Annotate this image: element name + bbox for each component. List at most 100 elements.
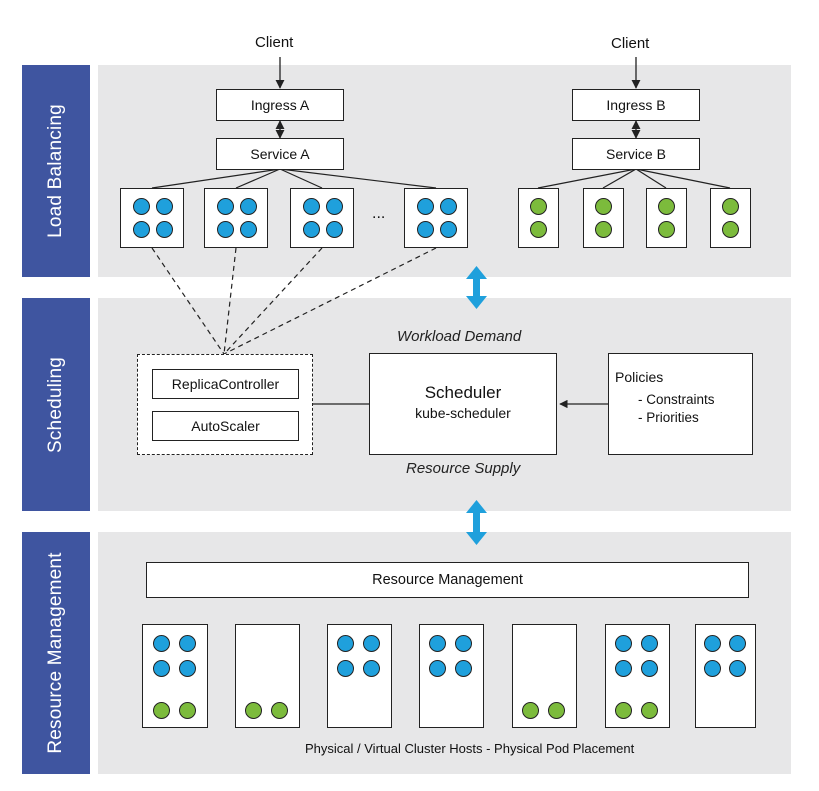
- service-b-label: Service B: [606, 146, 666, 162]
- cluster-hosts-caption: Physical / Virtual Cluster Hosts - Physi…: [305, 741, 635, 756]
- container-dot: [153, 660, 170, 677]
- container-dot: [156, 198, 173, 215]
- container-dot: [337, 660, 354, 677]
- container-dot: [729, 635, 746, 652]
- service-b-pod: [583, 188, 624, 248]
- replica-controller-label: ReplicaController: [171, 376, 280, 392]
- container-dot: [271, 702, 288, 719]
- container-dot: [240, 198, 257, 215]
- container-dot: [417, 221, 434, 238]
- container-dot: [722, 221, 739, 238]
- container-dot: [641, 702, 658, 719]
- resource-management-box: Resource Management: [146, 562, 749, 598]
- lb-scheduling-double-arrow: [466, 266, 487, 309]
- container-dot: [729, 660, 746, 677]
- policies-box: Policies - Constraints - Priorities: [608, 353, 753, 455]
- container-dot: [417, 198, 434, 215]
- container-dot: [722, 198, 739, 215]
- container-dot: [133, 221, 150, 238]
- container-dot: [303, 221, 320, 238]
- container-dot: [156, 221, 173, 238]
- load-balancing-side-label: Load Balancing: [22, 65, 90, 277]
- cluster-host: [327, 624, 392, 728]
- service-a-box: Service A: [216, 138, 344, 170]
- ingress-a-box: Ingress A: [216, 89, 344, 121]
- service-a-pod: [290, 188, 354, 248]
- client-b-label: Client: [611, 35, 650, 52]
- resource-supply-label: Resource Supply: [406, 460, 521, 477]
- policies-title: Policies: [615, 369, 664, 385]
- container-dot: [595, 221, 612, 238]
- container-dot: [595, 198, 612, 215]
- cluster-host: [235, 624, 300, 728]
- scheduler-title: Scheduler: [424, 383, 502, 402]
- container-dot: [217, 198, 234, 215]
- service-a-pod: [404, 188, 468, 248]
- workload-demand-label: Workload Demand: [397, 328, 522, 345]
- container-dot: [615, 702, 632, 719]
- client-a-label: Client: [255, 34, 294, 51]
- service-b-pod: [518, 188, 559, 248]
- container-dot: [530, 198, 547, 215]
- container-dot: [153, 702, 170, 719]
- resource-management-title: Resource Management: [372, 572, 523, 588]
- container-dot: [326, 198, 343, 215]
- container-dot: [704, 660, 721, 677]
- cluster-host: [695, 624, 756, 728]
- container-dot: [179, 635, 196, 652]
- scheduler-box: Scheduler kube-scheduler: [369, 353, 557, 455]
- container-dot: [429, 635, 446, 652]
- service-b-box: Service B: [572, 138, 700, 170]
- container-dot: [530, 221, 547, 238]
- scheduling-resource-double-arrow: [466, 500, 487, 545]
- container-dot: [641, 635, 658, 652]
- autoscaler-box: AutoScaler: [152, 411, 299, 441]
- container-dot: [153, 635, 170, 652]
- container-dot: [615, 635, 632, 652]
- container-dot: [179, 660, 196, 677]
- container-dot: [522, 702, 539, 719]
- container-dot: [337, 635, 354, 652]
- container-dot: [440, 221, 457, 238]
- container-dot: [363, 660, 380, 677]
- priorities-item: - Priorities: [638, 410, 699, 425]
- container-dot: [363, 635, 380, 652]
- autoscaler-label: AutoScaler: [191, 418, 260, 434]
- pods-ellipsis: ...: [372, 205, 386, 222]
- scheduling-side-label: Scheduling: [22, 298, 90, 511]
- container-dot: [440, 198, 457, 215]
- container-dot: [658, 221, 675, 238]
- container-dot: [641, 660, 658, 677]
- ingress-b-box: Ingress B: [572, 89, 700, 121]
- resource-management-side-label: Resource Management: [22, 532, 90, 774]
- service-a-label: Service A: [250, 146, 310, 162]
- scheduler-subtitle: kube-scheduler: [415, 405, 511, 421]
- container-dot: [217, 221, 234, 238]
- cluster-host: [142, 624, 208, 728]
- cluster-host: [605, 624, 670, 728]
- container-dot: [615, 660, 632, 677]
- service-a-pod: [204, 188, 268, 248]
- ingress-a-label: Ingress A: [250, 97, 310, 113]
- container-dot: [179, 702, 196, 719]
- container-dot: [245, 702, 262, 719]
- service-b-pod: [646, 188, 687, 248]
- container-dot: [240, 221, 257, 238]
- cluster-host: [419, 624, 484, 728]
- container-dot: [658, 198, 675, 215]
- container-dot: [326, 221, 343, 238]
- container-dot: [455, 660, 472, 677]
- cluster-host: [512, 624, 577, 728]
- constraints-item: - Constraints: [638, 392, 715, 407]
- ingress-b-label: Ingress B: [606, 97, 666, 113]
- replica-controller-box: ReplicaController: [152, 369, 299, 399]
- controller-group: ReplicaController AutoScaler: [137, 354, 313, 455]
- container-dot: [548, 702, 565, 719]
- container-dot: [303, 198, 320, 215]
- container-dot: [704, 635, 721, 652]
- container-dot: [455, 635, 472, 652]
- container-dot: [133, 198, 150, 215]
- service-b-pod: [710, 188, 751, 248]
- container-dot: [429, 660, 446, 677]
- service-a-pod: [120, 188, 184, 248]
